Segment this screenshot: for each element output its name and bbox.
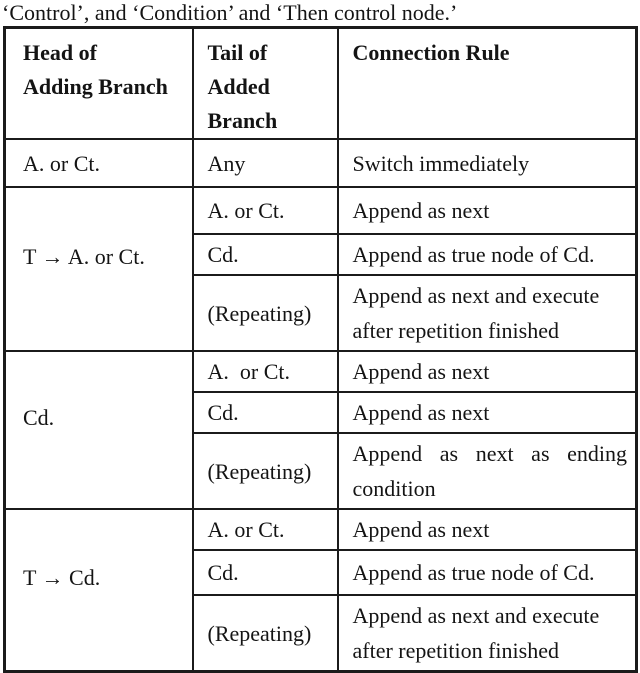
table-row: Cd. Append as true node of Cd. xyxy=(5,233,638,276)
connection-rules-table: Head of Adding Branch Tail of Added Bran… xyxy=(3,26,638,673)
header-line: Tail of xyxy=(207,40,268,65)
cell-group-head: T → Cd. xyxy=(3,508,194,673)
cell-rule: Append as next as ending condition xyxy=(336,432,638,510)
cell-tail: (Repeating) xyxy=(191,432,339,510)
cell-rule: Append as next xyxy=(336,350,638,393)
cell-tail: Any xyxy=(191,138,339,188)
table-row: T → Cd. A. or Ct. Append as next xyxy=(3,508,638,673)
cell-tail: A. or Ct. xyxy=(191,350,339,393)
table-header-row: Head of Adding Branch Tail of Added Bran… xyxy=(3,26,638,140)
table-row: (Repeating) Append as next and execute a… xyxy=(5,274,638,352)
cell-group-head: T → A. or Ct. xyxy=(3,186,194,352)
header-line: Head of xyxy=(23,40,97,65)
header-line: Added xyxy=(207,74,270,99)
table-row: Cd. Append as next xyxy=(5,391,638,434)
table-row: (Repeating) Append as next as ending con… xyxy=(5,432,638,510)
cell-rule: Append as true node of Cd. xyxy=(336,233,638,276)
header-line: Connection Rule xyxy=(352,40,510,65)
cell-tail: (Repeating) xyxy=(191,594,339,673)
cell-rule: Append as true node of Cd. xyxy=(336,549,638,596)
cell-rule: Append as next and execute after repetit… xyxy=(336,594,638,673)
cell-tail: A. or Ct. xyxy=(191,186,339,235)
cell-rule: Append as next xyxy=(336,508,638,551)
column-header-head-of-adding-branch: Head of Adding Branch xyxy=(3,26,194,140)
cell-tail: Cd. xyxy=(191,549,339,596)
cell-rule: Append as next xyxy=(336,391,638,434)
cell-rule: Append as next and execute after repetit… xyxy=(336,274,638,352)
table-row: Cd. A. or Ct. Append as next xyxy=(3,350,638,510)
cell-tail: (Repeating) xyxy=(191,274,339,352)
table-row: T → A. or Ct. A. or Ct. Append as next xyxy=(3,186,638,352)
cell-tail: Cd. xyxy=(191,233,339,276)
column-header-connection-rule: Connection Rule xyxy=(336,26,638,140)
header-line: Adding Branch xyxy=(23,74,168,99)
cell-tail: Cd. xyxy=(191,391,339,434)
cell-tail: A. or Ct. xyxy=(191,508,339,551)
caption-text: ‘Control’, and ‘Condition’ and ‘Then con… xyxy=(2,0,458,25)
cell-head: A. or Ct. xyxy=(3,138,194,188)
cell-rule: Append as next xyxy=(336,186,638,235)
cell-rule: Switch immediately xyxy=(336,138,638,188)
table-row: A. or Ct. Any Switch immediately xyxy=(3,138,638,188)
cell-group-head: Cd. xyxy=(3,350,194,510)
column-header-tail-of-added-branch: Tail of Added Branch xyxy=(191,26,339,140)
table-row: Cd. Append as true node of Cd. xyxy=(5,549,638,596)
header-line: Branch xyxy=(207,108,278,133)
